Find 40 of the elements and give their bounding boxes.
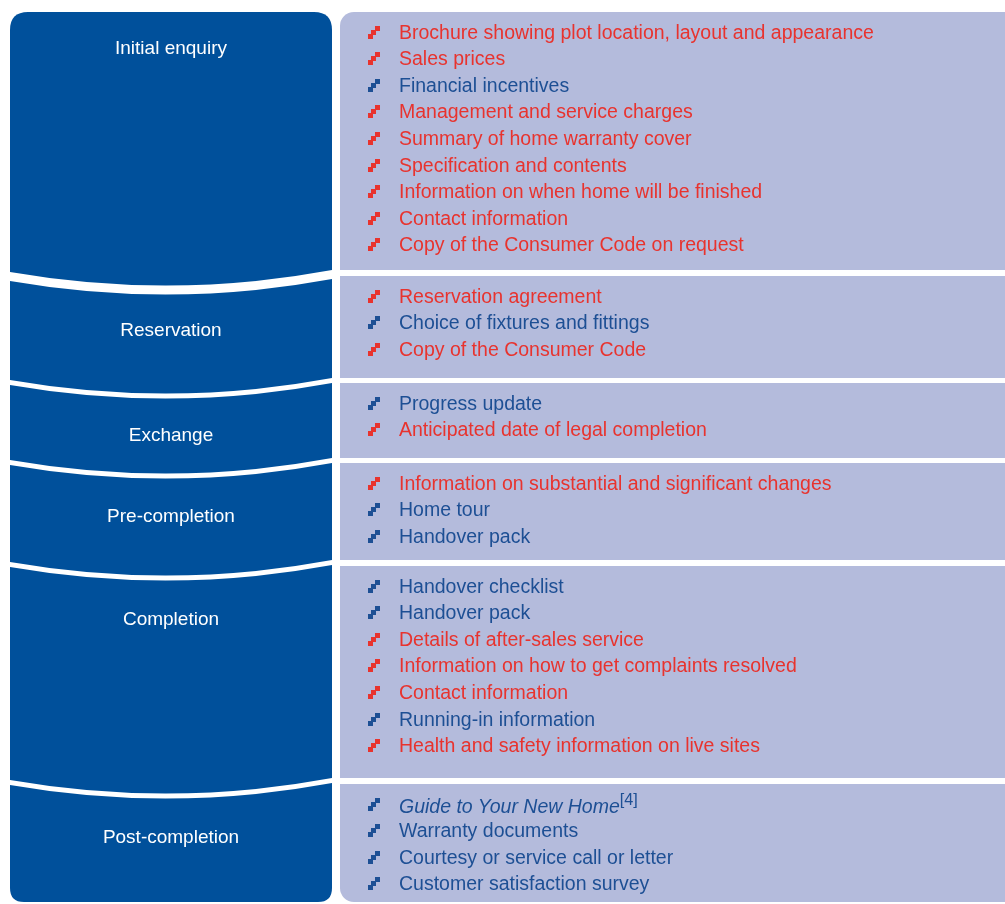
stage-label: Reservation [119, 319, 223, 341]
list-panel [340, 463, 1005, 560]
stage-label: Pre-completion [106, 505, 236, 527]
list-item: Brochure showing plot location, layout and appearance [399, 20, 874, 44]
list-item: Progress update [399, 391, 543, 415]
stage-label: Exchange [127, 424, 215, 446]
list-item: Handover pack [399, 524, 531, 548]
list-panel [340, 383, 1005, 458]
list-item: Customer satisfaction survey [399, 872, 650, 896]
list-item: Choice of fixtures and fittings [399, 311, 650, 335]
list-item: Warranty documents [399, 819, 579, 843]
list-item: Information on how to get complaints resolved [399, 654, 797, 678]
list-item: Financial incentives [399, 73, 570, 97]
list-item: Information on substantial and significant changes [399, 471, 832, 495]
list-item: Guide to Your New Home$^{[4]}$ [399, 790, 638, 818]
list-item: Information on when home will be finished [399, 180, 763, 204]
list-panel [340, 276, 1005, 378]
list-item: Running-in information [399, 707, 596, 731]
list-item: Health and safety information on live sites [399, 734, 760, 758]
list-item: Courtesy or service call or letter [399, 845, 674, 869]
list-item: Management and service charges [399, 100, 693, 124]
list-item: Contact information [399, 206, 569, 230]
list-panel [340, 566, 1005, 778]
list-item: Handover checklist [399, 574, 564, 598]
list-item: Summary of home warranty cover [399, 126, 692, 150]
list-item: Handover pack [399, 601, 531, 625]
list-item: Copy of the Consumer Code on request [399, 233, 744, 257]
list-item: Sales prices [399, 47, 506, 71]
list-panel [340, 12, 1005, 270]
list-item: Reservation agreement [399, 284, 602, 308]
stage-label: Completion [121, 608, 221, 630]
stage-label: Post-completion [101, 826, 241, 848]
list-item: Specification and contents [399, 153, 627, 177]
stage-label: Initial enquiry [114, 37, 228, 59]
list-item: Home tour [399, 498, 491, 522]
list-item: Copy of the Consumer Code [399, 337, 647, 361]
list-panel [340, 784, 1005, 902]
list-item: Contact information [399, 680, 569, 704]
list-item: Details of after-sales service [399, 627, 644, 651]
list-item: Anticipated date of legal completion [399, 418, 707, 442]
